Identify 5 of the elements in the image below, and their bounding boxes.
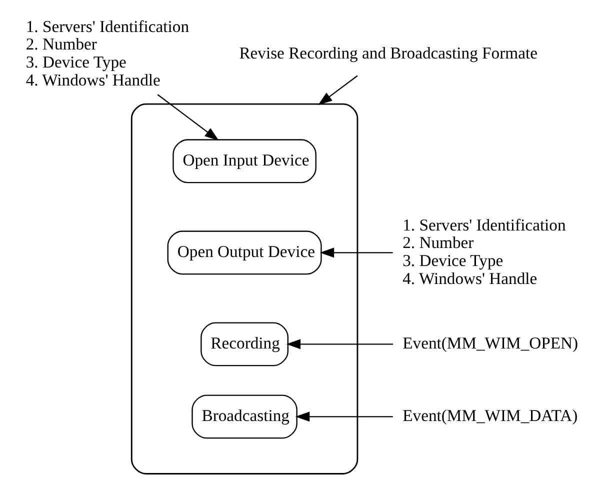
node-text: 1. Servers' Identification 2. Number 3. Device Type 4. Windows' Handle	[402, 214, 566, 288]
node-text: Event(MM_WIM_OPEN)	[402, 333, 578, 352]
node-text: Event(MM_WIM_DATA)	[402, 406, 578, 425]
node-text: Revise Recording and Broadcasting Formate	[239, 43, 538, 62]
node-text: 1. Servers' Identification 2. Number 3. Device Type 4. Windows' Handle	[26, 16, 190, 89]
